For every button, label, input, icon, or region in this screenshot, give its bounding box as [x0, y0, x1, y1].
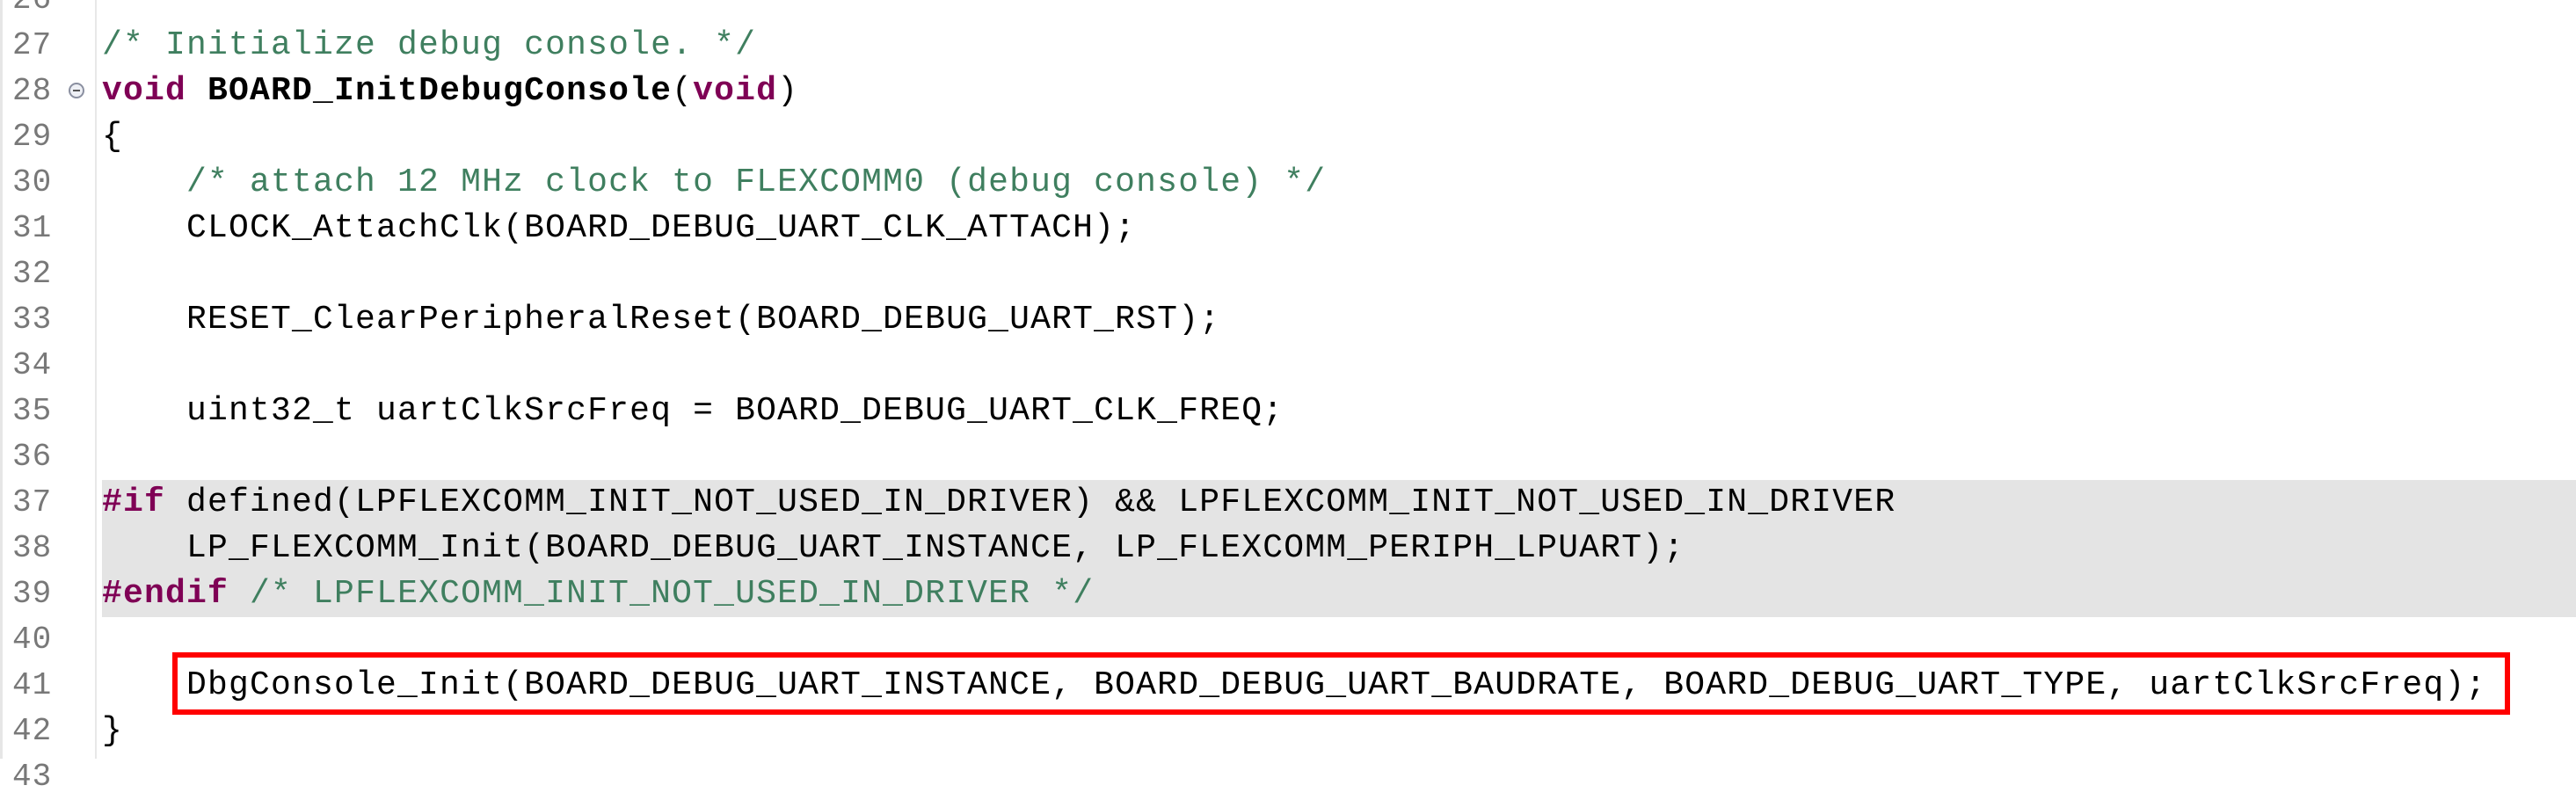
code-line-42[interactable]: 42} — [0, 709, 2576, 754]
code-text — [102, 754, 2576, 800]
code-line-26[interactable]: 26 — [0, 0, 2576, 23]
code-text: /* Initialize debug console. */ — [102, 23, 2576, 69]
line-number: 32 — [12, 256, 53, 292]
code-text — [102, 343, 2576, 389]
code-text: RESET_ClearPeripheralReset(BOARD_DEBUG_U… — [102, 297, 2576, 343]
keyword-token: void — [102, 72, 187, 110]
line-number: 28 — [12, 73, 53, 109]
code-line-27[interactable]: 27 /* Initialize debug console. */ — [0, 23, 2576, 69]
code-token — [186, 72, 207, 110]
code-token: ( — [672, 72, 694, 110]
line-number: 29 — [12, 119, 53, 155]
code-token: CLOCK_AttachClk(BOARD_DEBUG_UART_CLK_ATT… — [102, 209, 1137, 247]
code-text: CLOCK_AttachClk(BOARD_DEBUG_UART_CLK_ATT… — [102, 206, 2576, 251]
editor-left-border — [0, 0, 3, 759]
line-number: 40 — [12, 622, 53, 658]
code-text: void BOARD_InitDebugConsole(void) — [102, 69, 2576, 114]
code-text — [102, 251, 2576, 297]
code-line-34[interactable]: 34 — [0, 343, 2576, 389]
code-token — [229, 575, 250, 613]
line-number: 41 — [12, 667, 53, 703]
code-token: } — [102, 712, 124, 750]
function-name-token: BOARD_InitDebugConsole — [207, 72, 673, 110]
code-line-40[interactable]: 40 — [0, 617, 2576, 663]
line-number: 37 — [12, 484, 53, 520]
code-token: RESET_ClearPeripheralReset(BOARD_DEBUG_U… — [102, 301, 1221, 338]
line-number: 30 — [12, 164, 53, 200]
code-line-38[interactable]: 38 LP_FLEXCOMM_Init(BOARD_DEBUG_UART_INS… — [0, 526, 2576, 571]
keyword-token: void — [693, 72, 778, 110]
keyword-token: #endif — [102, 575, 229, 613]
code-token: uint32_t uartClkSrcFreq = BOARD_DEBUG_UA… — [102, 392, 1284, 430]
code-text: uint32_t uartClkSrcFreq = BOARD_DEBUG_UA… — [102, 389, 2576, 434]
fold-collapse-icon[interactable] — [69, 83, 84, 98]
code-token: LP_FLEXCOMM_Init(BOARD_DEBUG_UART_INSTAN… — [102, 529, 1685, 567]
line-number: 39 — [12, 576, 53, 612]
comment-token: /* attach 12 MHz clock to FLEXCOMM0 (deb… — [186, 164, 1327, 201]
code-text: { — [102, 114, 2576, 160]
line-number: 42 — [12, 713, 53, 749]
code-text: #endif /* LPFLEXCOMM_INIT_NOT_USED_IN_DR… — [102, 571, 2576, 617]
code-token: ) — [777, 72, 799, 110]
code-text — [102, 617, 2576, 663]
line-number: 43 — [12, 759, 53, 795]
code-line-33[interactable]: 33 RESET_ClearPeripheralReset(BOARD_DEBU… — [0, 297, 2576, 343]
code-text: #if defined(LPFLEXCOMM_INIT_NOT_USED_IN_… — [102, 480, 2576, 526]
code-text — [102, 434, 2576, 480]
code-text: } — [102, 709, 2576, 754]
line-number: 33 — [12, 302, 53, 338]
code-text: DbgConsole_Init(BOARD_DEBUG_UART_INSTANC… — [102, 663, 2576, 709]
code-line-29[interactable]: 29 { — [0, 114, 2576, 160]
code-line-30[interactable]: 30 /* attach 12 MHz clock to FLEXCOMM0 (… — [0, 160, 2576, 206]
comment-token: /* LPFLEXCOMM_INIT_NOT_USED_IN_DRIVER */ — [250, 575, 1095, 613]
line-number: 36 — [12, 439, 53, 475]
code-line-32[interactable]: 32 — [0, 251, 2576, 297]
code-line-37[interactable]: 37 #if defined(LPFLEXCOMM_INIT_NOT_USED_I… — [0, 480, 2576, 526]
code-text — [102, 0, 2576, 23]
line-number: 35 — [12, 393, 53, 429]
code-token: { — [102, 118, 124, 156]
line-number: 27 — [12, 27, 53, 63]
code-line-35[interactable]: 35 uint32_t uartClkSrcFreq = BOARD_DEBUG… — [0, 389, 2576, 434]
code-line-31[interactable]: 31 CLOCK_AttachClk(BOARD_DEBUG_UART_CLK_… — [0, 206, 2576, 251]
line-number: 26 — [12, 0, 65, 23]
code-token — [102, 164, 186, 201]
code-text: LP_FLEXCOMM_Init(BOARD_DEBUG_UART_INSTAN… — [102, 526, 2576, 571]
code-line-36[interactable]: 36 — [0, 434, 2576, 480]
code-text: /* attach 12 MHz clock to FLEXCOMM0 (deb… — [102, 160, 2576, 206]
line-number-gutter — [0, 0, 97, 759]
line-number: 31 — [12, 210, 53, 246]
code-line-43[interactable]: 43 — [0, 754, 2576, 800]
code-line-39[interactable]: 39 #endif /* LPFLEXCOMM_INIT_NOT_USED_IN_… — [0, 571, 2576, 617]
code-token: defined(LPFLEXCOMM_INIT_NOT_USED_IN_DRIV… — [165, 484, 1896, 521]
code-token: DbgConsole_Init(BOARD_DEBUG_UART_INSTANC… — [102, 666, 2487, 704]
code-line-41[interactable]: 41 DbgConsole_Init(BOARD_DEBUG_UART_INST… — [0, 663, 2576, 709]
comment-token: /* Initialize debug console. */ — [102, 26, 757, 64]
line-number: 38 — [12, 530, 53, 566]
keyword-token: #if — [102, 484, 166, 521]
line-number: 34 — [12, 347, 53, 383]
